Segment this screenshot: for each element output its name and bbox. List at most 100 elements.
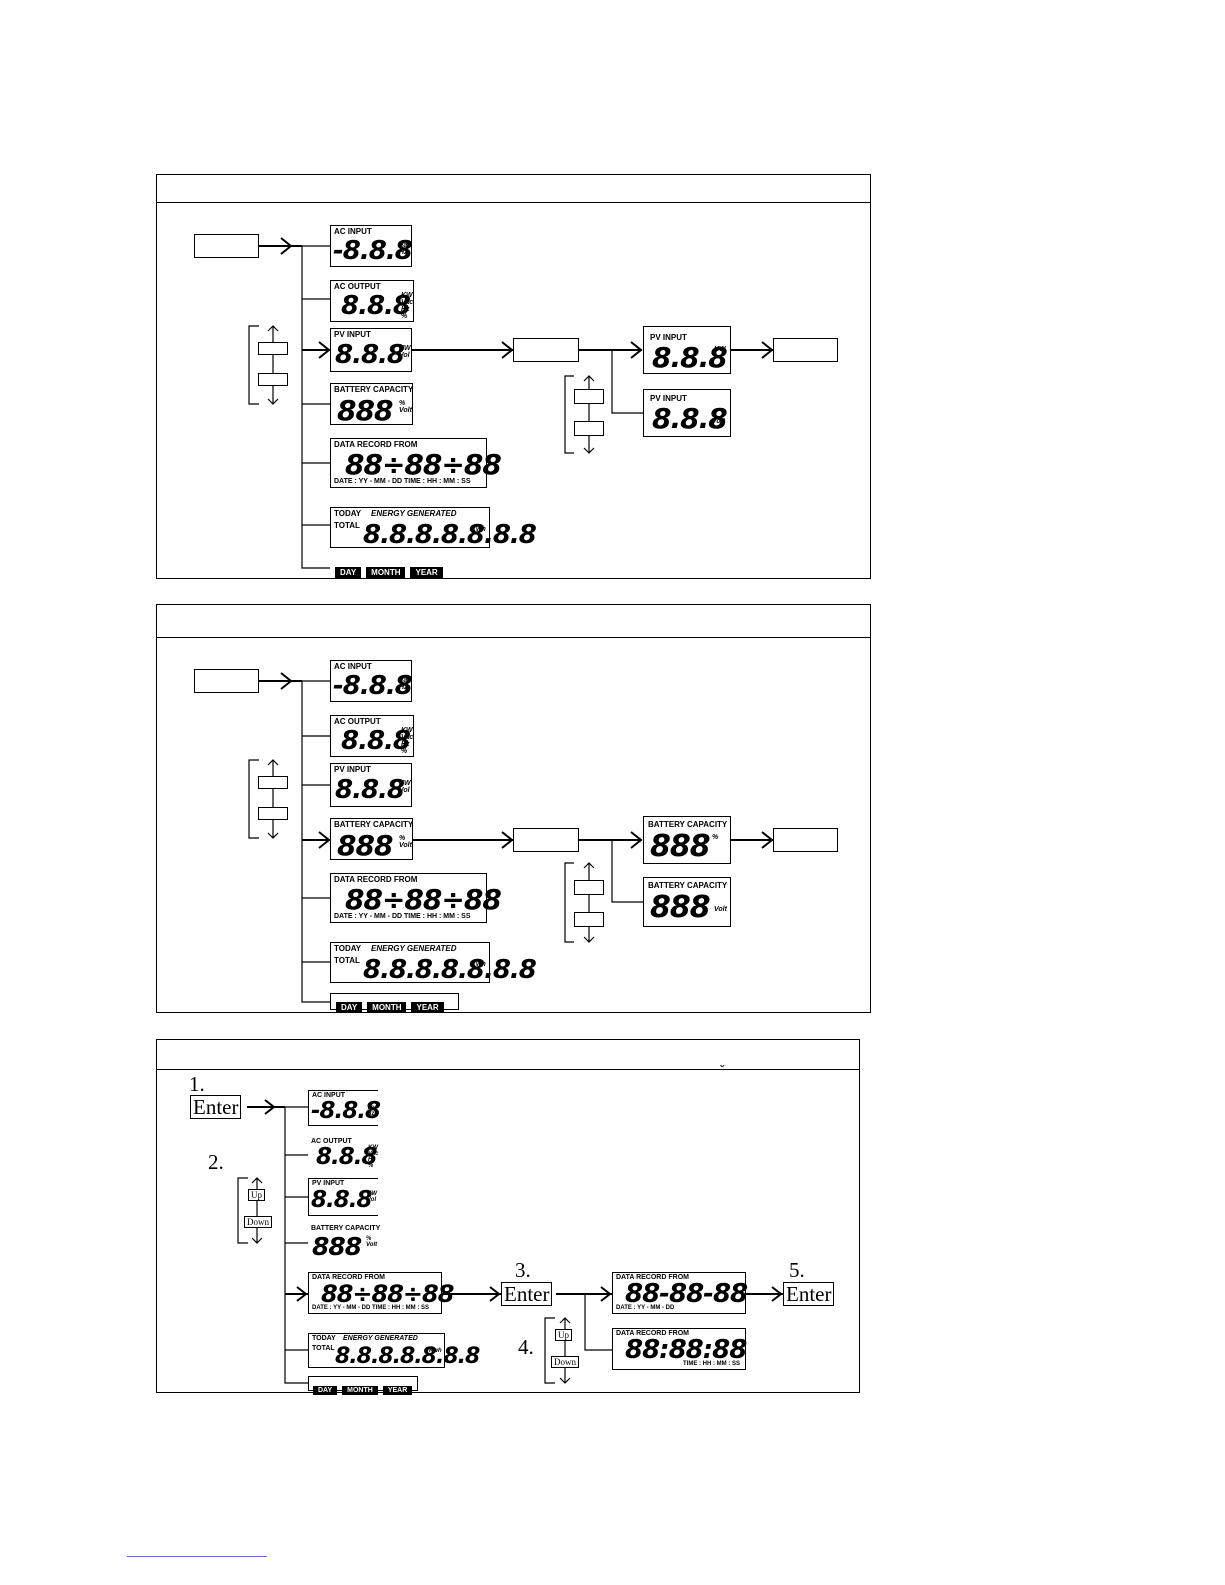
lcd-label: PV INPUT bbox=[334, 330, 371, 339]
lcd-label-total: TOTAL bbox=[334, 956, 360, 965]
tag-day: DAY bbox=[335, 567, 362, 578]
lcd-battery-volt: BATTERY CAPACITY 888 Volt bbox=[643, 877, 731, 927]
lcd-label-total: TOTAL bbox=[312, 1345, 335, 1352]
tag-day: DAY bbox=[313, 1386, 338, 1395]
lcd-digits: 8.8.8.8.8.8.8 bbox=[335, 1344, 480, 1369]
lcd-label-energy: ENERGY GENERATED bbox=[343, 1335, 418, 1342]
tag-month: MONTH bbox=[367, 1002, 407, 1013]
up-button-box[interactable] bbox=[574, 880, 604, 895]
tag-year: YEAR bbox=[411, 1002, 444, 1013]
lcd-units: Volt bbox=[712, 418, 725, 425]
panel-header bbox=[157, 605, 870, 638]
down-button-box[interactable] bbox=[258, 373, 288, 386]
caret-mark: ˇ bbox=[720, 1062, 725, 1078]
lcd-digits: -8.8.8 bbox=[333, 236, 413, 266]
step-5-label: 5. bbox=[789, 1258, 805, 1282]
lcd-label: DATA RECORD FROM bbox=[616, 1330, 689, 1337]
lcd-digits: 8.8.8 bbox=[341, 291, 411, 321]
panel-header bbox=[157, 1040, 859, 1070]
lcd-digits: 8.8.8 bbox=[341, 726, 411, 756]
down-button-box[interactable] bbox=[574, 912, 604, 927]
lcd-label-today: TODAY bbox=[312, 1335, 336, 1342]
period-tags: DAY MONTH YEAR bbox=[336, 997, 449, 1015]
lcd-label: DATA RECORD FROM bbox=[312, 1274, 385, 1281]
step-3-label: 3. bbox=[515, 1258, 531, 1282]
tag-month: MONTH bbox=[342, 1386, 378, 1395]
lcd-label: BATTERY CAPACITY bbox=[334, 820, 414, 829]
step-2-label: 2. bbox=[208, 1150, 224, 1174]
enter-button-box[interactable] bbox=[194, 234, 259, 258]
up-button-box[interactable] bbox=[258, 776, 288, 789]
lcd-digits: 8.8.8.8.8.8.8 bbox=[363, 955, 537, 985]
lcd-label-energy: ENERGY GENERATED bbox=[371, 944, 457, 953]
lcd-label: BATTERY CAPACITY bbox=[334, 385, 414, 394]
up-button[interactable]: Up bbox=[555, 1329, 572, 1341]
lcd-label: AC INPUT bbox=[334, 662, 372, 671]
lcd-data-record: DATA RECORD FROM 88÷88÷88 DATE : YY - MM… bbox=[308, 1272, 454, 1314]
lcd-units: Volt bbox=[714, 906, 727, 913]
lcd-digits: 88-88-88 bbox=[625, 1279, 748, 1309]
lcd-digits: -8.8.8 bbox=[333, 671, 413, 701]
enter-button-box[interactable] bbox=[194, 669, 259, 693]
lcd-ac-input: AC INPUT -8.8.8 Vac Hz bbox=[330, 660, 413, 702]
lcd-units: Kwh bbox=[471, 526, 486, 533]
up-button-box[interactable] bbox=[574, 389, 604, 404]
enter-button[interactable]: Enter bbox=[501, 1282, 553, 1306]
lcd-footer: DATE : YY - MM - DD bbox=[616, 1305, 675, 1311]
up-button-box[interactable] bbox=[258, 342, 288, 355]
lcd-footer: DATE : YY - MM - DD TIME : HH : MM : SS bbox=[334, 913, 471, 920]
tag-month: MONTH bbox=[366, 567, 406, 578]
tag-day: DAY bbox=[336, 1002, 363, 1013]
step-4-label: 4. bbox=[518, 1335, 534, 1359]
lcd-digits: 88÷88÷88 bbox=[345, 448, 502, 481]
period-tags-box: DAY MONTH YEAR bbox=[330, 993, 459, 1013]
lcd-data-record-date: DATA RECORD FROM 88-88-88 DATE : YY - MM… bbox=[612, 1272, 748, 1314]
lcd-pv-input: PV INPUT 8.8.8 KW Vol bbox=[308, 1178, 378, 1216]
enter-button-box[interactable] bbox=[513, 338, 579, 362]
lcd-digits: 888 bbox=[337, 829, 393, 862]
enter-button[interactable]: Enter bbox=[190, 1095, 242, 1119]
enter-button-box[interactable] bbox=[513, 828, 579, 852]
lcd-battery-pct: BATTERY CAPACITY 888 % bbox=[643, 816, 731, 864]
lcd-digits: -8.8.8 bbox=[311, 1098, 381, 1124]
lcd-units: KW Vol bbox=[399, 345, 411, 359]
lcd-label: AC OUTPUT bbox=[334, 282, 381, 291]
lcd-units: KW Vac Hz % bbox=[401, 292, 414, 320]
lcd-pv-input: PV INPUT 8.8.8 KW Vol bbox=[330, 763, 412, 807]
lcd-data-record: DATA RECORD FROM 88÷88÷88 DATE : YY - MM… bbox=[330, 873, 502, 923]
lcd-digits: 8.8.8 bbox=[311, 1187, 372, 1213]
lcd-label: DATA RECORD FROM bbox=[334, 440, 418, 449]
lcd-label: AC OUTPUT bbox=[311, 1138, 352, 1145]
lcd-units: Vac Hz bbox=[399, 677, 412, 691]
lcd-energy-generated: TODAY ENERGY GENERATED TOTAL 8.8.8.8.8.8… bbox=[308, 1333, 480, 1369]
lcd-label-energy: ENERGY GENERATED bbox=[371, 509, 457, 518]
down-button-box[interactable] bbox=[258, 807, 288, 820]
lcd-units: KW bbox=[714, 346, 726, 353]
lcd-units: Kwh bbox=[429, 1348, 442, 1354]
panel-header bbox=[157, 175, 870, 203]
enter-button[interactable]: Enter bbox=[783, 1282, 835, 1306]
lcd-label: DATA RECORD FROM bbox=[334, 875, 418, 884]
down-button[interactable]: Down bbox=[244, 1216, 272, 1228]
lcd-ac-output: AC OUTPUT 8.8.8 KW Vac Hz % bbox=[330, 715, 414, 757]
up-button[interactable]: Up bbox=[248, 1189, 265, 1201]
down-button[interactable]: Down bbox=[551, 1356, 579, 1368]
lcd-ac-input: AC INPUT -8.8.8 Vac Hz bbox=[330, 225, 413, 267]
lcd-pv-input-kw: PV INPUT 8.8.8 KW bbox=[643, 326, 731, 374]
lcd-pv-input: PV INPUT 8.8.8 KW Vol bbox=[330, 328, 412, 372]
enter-button-box[interactable] bbox=[773, 828, 838, 852]
lcd-label: BATTERY CAPACITY bbox=[311, 1225, 381, 1232]
lcd-units: % bbox=[712, 834, 719, 841]
lcd-energy-generated: TODAY ENERGY GENERATED TOTAL 8.8.8.8.8.8… bbox=[330, 942, 537, 985]
lcd-digits: 888 bbox=[650, 890, 711, 925]
lcd-digits: 8.8.8 bbox=[652, 341, 728, 374]
down-button-box[interactable] bbox=[574, 421, 604, 436]
lcd-label-today: TODAY bbox=[334, 509, 362, 518]
lcd-label: DATA RECORD FROM bbox=[616, 1274, 689, 1281]
lcd-data-record: DATA RECORD FROM 88÷88÷88 DATE : YY - MM… bbox=[330, 438, 502, 488]
lcd-units: Kwh bbox=[471, 961, 486, 968]
lcd-data-record-time: DATA RECORD FROM 88:88:88 TIME : HH : MM… bbox=[612, 1328, 747, 1370]
